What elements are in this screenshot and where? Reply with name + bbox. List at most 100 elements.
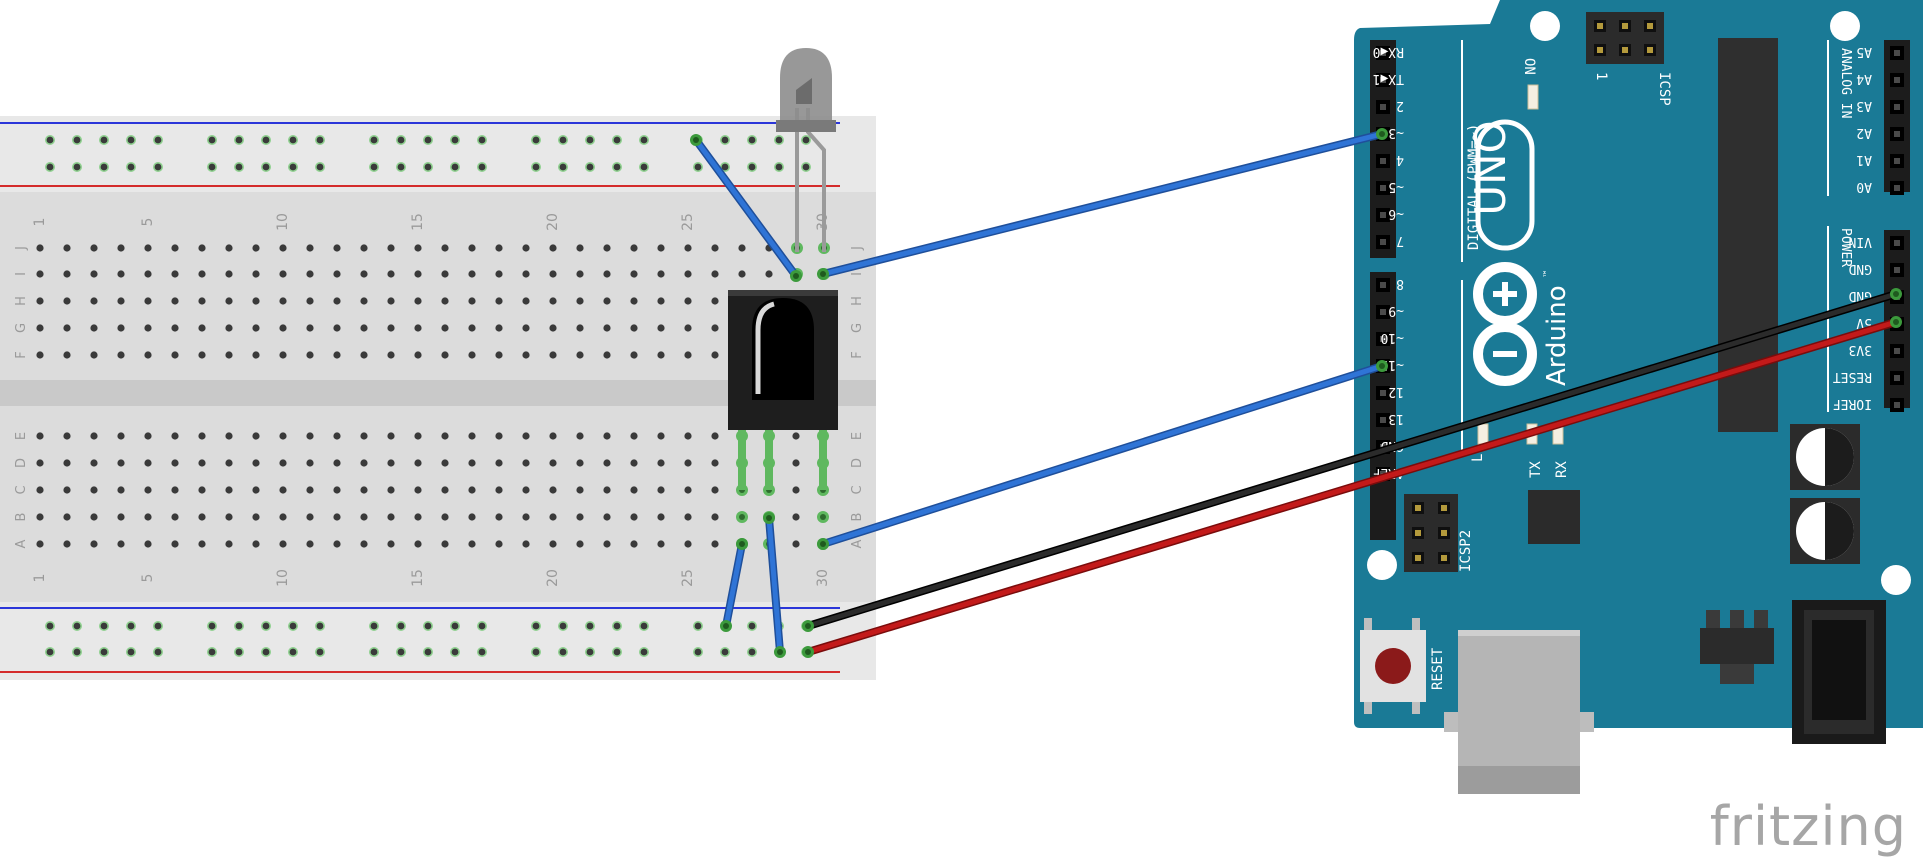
row-letter: J	[850, 246, 865, 251]
breadboard-hole	[738, 244, 746, 252]
breadboard-hole	[333, 540, 341, 548]
on-label: ON	[1521, 58, 1537, 75]
breadboard-hole	[441, 432, 449, 440]
rail-hole	[46, 648, 54, 656]
breadboard-hole	[549, 297, 557, 305]
breadboard-hole	[198, 459, 206, 467]
breadboard-hole	[657, 351, 665, 359]
column-number: 1	[32, 574, 48, 583]
column-number: 30	[815, 569, 831, 587]
breadboard-hole	[684, 244, 692, 252]
rail-hole	[46, 136, 54, 144]
mounting-hole	[1530, 11, 1560, 41]
breadboard-hole	[90, 432, 98, 440]
breadboard-hole	[252, 486, 260, 494]
breadboard-hole	[279, 244, 287, 252]
breadboard-hole	[495, 351, 503, 359]
wire-end-center	[693, 137, 699, 143]
rail-hole	[586, 648, 594, 656]
l-label: L	[1470, 454, 1486, 462]
breadboard-hole	[603, 432, 611, 440]
breadboard-hole	[252, 459, 260, 467]
icsp-pin-center	[1597, 47, 1603, 53]
pin-label: A2	[1856, 125, 1872, 140]
rail-hole	[154, 136, 162, 144]
breadboard-hole	[495, 513, 503, 521]
breadboard-hole	[171, 459, 179, 467]
trademark-symbol: ™	[1543, 269, 1553, 278]
power-header-label: POWER	[1838, 228, 1853, 267]
breadboard-hole	[414, 432, 422, 440]
breadboard-hole	[225, 324, 233, 332]
breadboard-hole	[225, 270, 233, 278]
breadboard-hole	[36, 459, 44, 467]
header-pin-center	[1894, 104, 1900, 110]
breadboard-hole	[252, 324, 260, 332]
capacitor	[1790, 498, 1860, 564]
rail-hole	[451, 648, 459, 656]
breadboard-hole	[171, 351, 179, 359]
breadboard-hole	[630, 244, 638, 252]
pin-label: ~10	[1381, 330, 1404, 345]
breadboard-hole	[279, 351, 287, 359]
breadboard-hole	[792, 432, 800, 440]
breadboard-hole	[495, 540, 503, 548]
breadboard-hole	[198, 324, 206, 332]
rail-hole	[262, 648, 270, 656]
analog-header	[1884, 40, 1910, 192]
breadboard-hole	[63, 297, 71, 305]
rail-hole	[235, 622, 243, 630]
breadboard-hole	[117, 459, 125, 467]
row-letter: B	[14, 513, 29, 522]
l-led	[1477, 423, 1489, 445]
rail-hole	[694, 163, 702, 171]
breadboard-hole	[576, 270, 584, 278]
breadboard-hole	[603, 351, 611, 359]
breadboard-hole	[603, 270, 611, 278]
breadboard-hole	[63, 540, 71, 548]
rail-hole	[100, 163, 108, 171]
connected-hole-center	[820, 514, 826, 520]
rail-hole	[208, 622, 216, 630]
rail-hole	[424, 622, 432, 630]
dc-power-jack	[1792, 600, 1886, 744]
rail-hole	[559, 136, 567, 144]
wire-end-center	[1379, 131, 1385, 137]
row-letter: I	[14, 272, 29, 276]
breadboard-hole	[117, 270, 125, 278]
breadboard-hole	[117, 351, 125, 359]
breadboard-hole	[144, 244, 152, 252]
rail-hole	[397, 648, 405, 656]
breadboard-hole	[36, 513, 44, 521]
header-pin-center	[1380, 282, 1386, 288]
rail-hole	[154, 163, 162, 171]
breadboard-hole	[441, 244, 449, 252]
breadboard-hole	[630, 513, 638, 521]
header-pin-center	[1894, 50, 1900, 56]
column-number: 1	[32, 218, 48, 227]
header-pin-center	[1380, 185, 1386, 191]
breadboard-hole	[279, 270, 287, 278]
rail-hole	[559, 648, 567, 656]
jumper-ir-power	[766, 515, 783, 655]
analog-header-label: ANALOG IN	[1838, 48, 1853, 118]
breadboard-hole	[387, 324, 395, 332]
breadboard-hole	[684, 351, 692, 359]
icsp2-pin-center	[1415, 505, 1421, 511]
rail-hole	[235, 136, 243, 144]
breadboard-hole	[630, 270, 638, 278]
breadboard-hole	[549, 540, 557, 548]
breadboard-hole	[279, 297, 287, 305]
voltage-regulator	[1700, 610, 1774, 684]
rail-hole	[640, 622, 648, 630]
pin-label: ~6	[1388, 206, 1404, 221]
icsp2-pin-center	[1415, 555, 1421, 561]
pin-label: A0	[1856, 179, 1872, 194]
rail-hole	[451, 136, 459, 144]
breadboard-hole	[198, 432, 206, 440]
breadboard-hole	[441, 324, 449, 332]
row-letter: G	[850, 323, 865, 333]
pin-label: 4	[1396, 152, 1404, 167]
usb-connector	[1444, 630, 1594, 794]
